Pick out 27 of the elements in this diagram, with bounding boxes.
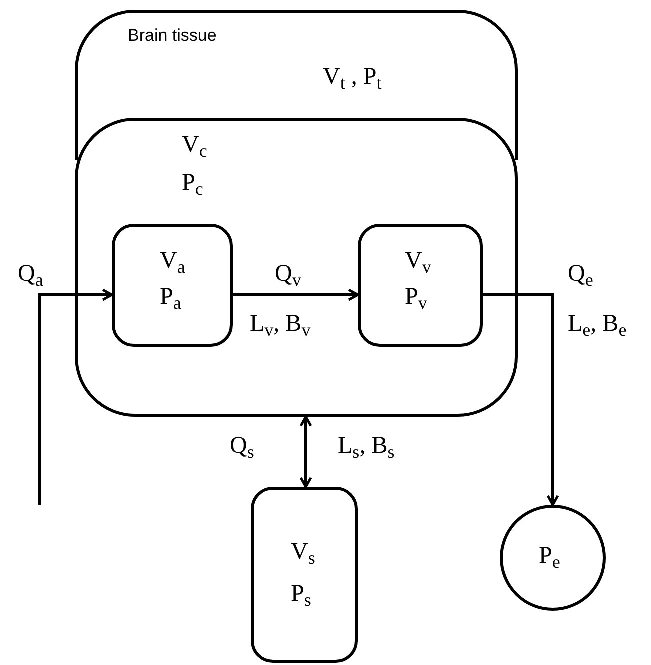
parameter-label: L$_{e}$, B$_{e}$: [568, 311, 627, 337]
parameter-label: L$_{v}$, B$_{v}$: [250, 311, 311, 337]
arrow: [38, 288, 114, 505]
tissue-compartment: [75, 10, 518, 120]
edge-label: Q$_{s}$: [230, 433, 254, 459]
variable-label: V$_{v}$: [405, 248, 432, 274]
arrow: [483, 294, 560, 506]
compartment-box: [112, 224, 233, 347]
edge-label: Q$_{a}$: [18, 261, 44, 287]
compartment-title: Brain tissue: [128, 26, 217, 45]
variable-label: V$_{a}$: [160, 248, 186, 274]
compartment-box: [358, 224, 483, 347]
variable-label: V$_{c}$: [182, 132, 208, 158]
variable-label: P$_{a}$: [160, 284, 182, 310]
variable-label: P$_{e}$: [539, 543, 560, 569]
parameter-label: L$_{s}$, B$_{s}$: [338, 433, 395, 459]
double-arrow: [300, 416, 312, 488]
variable-label: V$_{t}$ , P$_{t}$: [323, 64, 382, 90]
variable-label: P$_{v}$: [405, 284, 428, 310]
compartment-box: [75, 118, 518, 417]
edge-label: Q$_{v}$: [275, 261, 302, 287]
arrow: [233, 288, 360, 302]
variable-label: P$_{s}$: [291, 581, 312, 607]
compartment-box: [251, 487, 358, 663]
edge-label: Q$_{e}$: [568, 261, 594, 287]
variable-label: V$_{s}$: [291, 539, 316, 565]
variable-label: P$_{c}$: [182, 170, 204, 196]
